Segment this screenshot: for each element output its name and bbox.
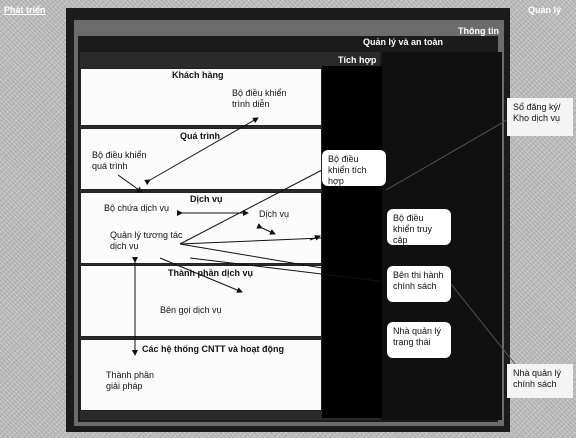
access-controller-box: Bộ điều khiển truy cập xyxy=(387,209,451,245)
line-manager-to-right xyxy=(179,243,323,269)
band-it-systems xyxy=(80,339,322,411)
section-service: Dịch vụ xyxy=(190,194,223,204)
section-customer: Khách hàng xyxy=(172,70,224,80)
state-manager-box: Nhà quản lý trạng thái xyxy=(387,322,451,358)
service-inner-label: Dịch vụ xyxy=(259,209,290,219)
integration-column xyxy=(322,66,382,418)
line-small-right xyxy=(309,235,321,241)
service-caller-label: Bên gọi dịch vụ xyxy=(160,305,222,315)
header-information: Thông tin xyxy=(458,26,499,36)
arrow-service-small xyxy=(256,223,276,235)
arrow-manager-to-caller xyxy=(159,257,243,293)
line-integration-to-registry xyxy=(385,119,508,191)
policy-manager-box: Nhà quản lý chính sách xyxy=(507,364,573,398)
section-it-systems: Các hệ thống CNTT và hoạt động xyxy=(142,344,284,354)
registry-box: Sổ đăng ký/ Kho dịch vụ xyxy=(507,98,573,136)
header-integration: Tích hợp xyxy=(338,55,377,65)
service-interaction-manager-label: Quản lý tương tác dịch vụ xyxy=(110,230,183,251)
service-container-label: Bộ chứa dịch vụ xyxy=(104,203,170,213)
band-customer xyxy=(80,68,322,126)
line-policy-exec-to-policy-mgr xyxy=(450,283,516,365)
line-service-to-policy xyxy=(189,257,388,283)
arrow-process-to-container xyxy=(117,174,143,193)
line-manager-to-access xyxy=(179,237,323,245)
integration-controller-box: Bộ điều khiển tích hợp xyxy=(322,150,386,186)
band-service xyxy=(80,192,322,264)
arrow-process-to-presentation xyxy=(144,117,259,186)
header-mgmt-security: Quản lý và an toàn xyxy=(363,37,444,47)
band-service-components xyxy=(80,265,322,337)
header-development: Phát triển xyxy=(4,5,46,15)
presentation-controller-label: Bộ điều khiển trình diễn xyxy=(232,88,287,109)
section-service-components: Thành phần dịch vụ xyxy=(168,268,253,278)
process-controller-label: Bộ điều khiển quá trình xyxy=(92,150,147,171)
header-management: Quản lý xyxy=(528,5,562,15)
solution-component-label: Thành phần giải pháp xyxy=(106,370,155,391)
policy-executor-box: Bên thi hành chính sách xyxy=(387,266,451,302)
line-manager-to-integration xyxy=(179,169,323,245)
